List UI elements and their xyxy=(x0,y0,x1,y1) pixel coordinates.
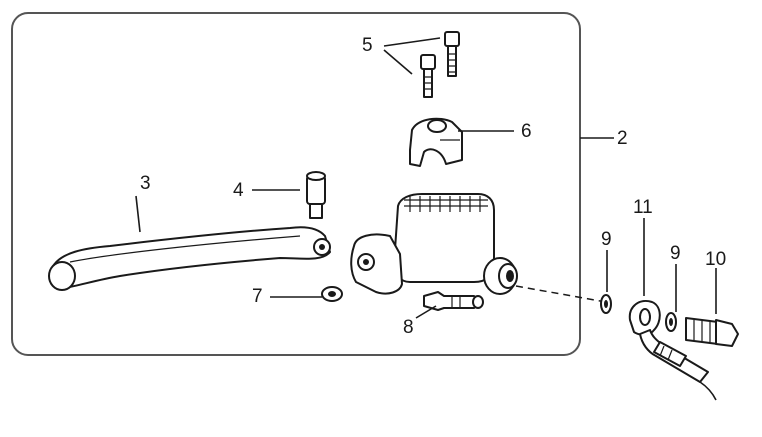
clamp-screws-part xyxy=(420,31,460,98)
nut-part xyxy=(321,286,343,302)
brake-lever-part xyxy=(48,226,331,291)
callout-9-right: 9 xyxy=(670,243,681,264)
washer-part-right xyxy=(665,312,677,332)
callout-6: 6 xyxy=(521,121,532,142)
pivot-bolt-part xyxy=(306,171,326,219)
callout-10: 10 xyxy=(705,249,727,270)
handlebar-clamp-part xyxy=(409,117,463,167)
callout-3: 3 xyxy=(140,173,151,194)
callout-5: 5 xyxy=(362,35,373,56)
callout-2: 2 xyxy=(617,128,628,149)
callout-7: 7 xyxy=(252,286,263,307)
callout-8: 8 xyxy=(403,317,414,338)
brake-hose-banjo-part xyxy=(628,300,717,401)
callout-11: 11 xyxy=(633,197,653,218)
brake-switch-part xyxy=(423,291,484,311)
master-cylinder-body xyxy=(350,193,518,295)
assembly-axis-line xyxy=(515,285,607,303)
washer-part-left xyxy=(600,294,612,314)
banjo-bolt-part xyxy=(685,317,739,347)
callout-4: 4 xyxy=(233,180,244,201)
leader-lines xyxy=(135,37,717,319)
callout-9-left: 9 xyxy=(601,229,612,250)
assembly-frame xyxy=(11,12,581,356)
